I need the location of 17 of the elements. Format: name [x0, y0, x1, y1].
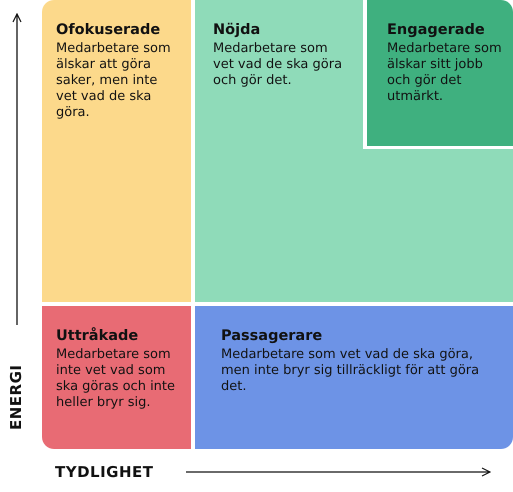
quadrant-title: Engagerade [387, 22, 486, 38]
quadrant-panel [195, 306, 513, 449]
quadrant-description: Medarbetare som inte vet vad som ska göras och inte heller bryr sig. [56, 347, 176, 411]
quadrant-title: Nöjda [213, 22, 262, 38]
axis-label: ENERGI [7, 364, 25, 430]
quadrant-description: Medarbetare som älskar att göra saker, men inte vet vad de ska göra. [56, 41, 172, 121]
quadrant-panel [42, 0, 191, 302]
axis-label: TYDLIGHET [55, 463, 154, 481]
quadrant-description: Medarbetare som vet vad de ska göra, men inte bryr sig tillräckligt för att göra det. [221, 347, 480, 395]
quadrant-panel [195, 0, 513, 302]
quadrant-title: Uttråkade [56, 328, 140, 344]
quadrant-panel [42, 306, 191, 449]
quadrant-description: Medarbetare som vet vad de ska göra och gör det. [213, 41, 343, 89]
quadrant-title: Passagerare [221, 328, 324, 344]
quadrant-description: Medarbetare som älskar sitt jobb och gör det utmärkt. [387, 41, 503, 105]
quadrant-panel [367, 0, 513, 146]
quadrant-title: Ofokuserade [56, 22, 162, 38]
